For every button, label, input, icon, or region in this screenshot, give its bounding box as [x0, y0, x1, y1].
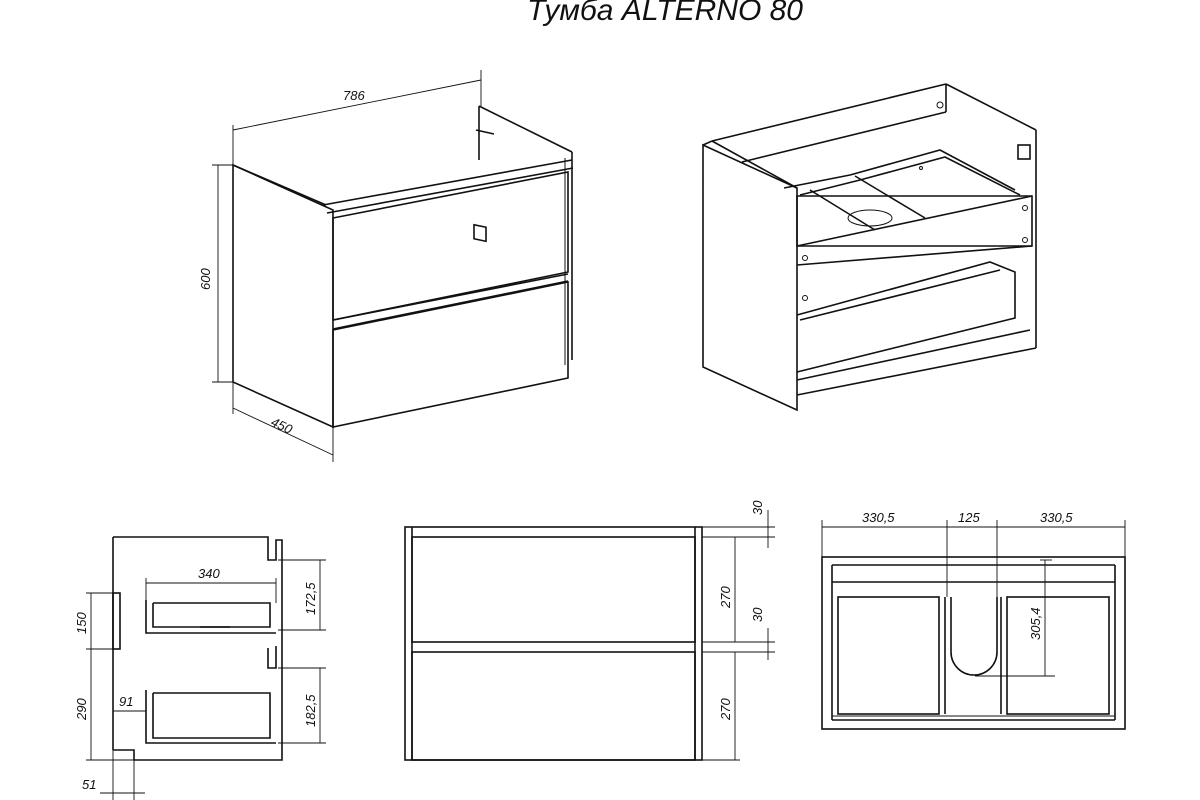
cutout-width-label: 125 [958, 510, 980, 525]
drawing-title: Тумба ALTERNO 80 [527, 0, 803, 27]
bottom-gap-label: 51 [82, 777, 96, 792]
upper-facade-label: 270 [718, 586, 733, 609]
drawer-setback-label: 91 [119, 694, 133, 709]
top-gap-label: 30 [750, 500, 765, 515]
middle-gap-label: 30 [750, 607, 765, 622]
iso-depth-label: 450 [269, 414, 296, 437]
top-left-width-label: 330,5 [862, 510, 895, 525]
front-upper-facade [411, 536, 696, 643]
lower-facade-label: 270 [718, 698, 733, 721]
iso-lower-drawer [332, 281, 569, 428]
top-right-width-label: 330,5 [1040, 510, 1073, 525]
iso-width-label: 786 [343, 88, 365, 103]
upper-offset-label: 150 [74, 612, 89, 634]
upper-drawer-height-label: 172,5 [303, 582, 318, 615]
side-section-view: 340 172,5 182,5 150 290 91 51 [74, 536, 326, 800]
cutout-depth-label: 305,4 [1028, 607, 1043, 640]
open-left-panel [702, 143, 798, 412]
top-view: 330,5 125 330,5 305,4 [821, 510, 1126, 730]
iso-front-view: 786 600 450 [198, 70, 574, 462]
lower-offset-label: 290 [74, 698, 89, 721]
drawer-depth-label: 340 [198, 566, 220, 581]
iso-height-label: 600 [198, 268, 213, 290]
lower-drawer-height-label: 182,5 [303, 694, 318, 727]
front-view: 30 270 30 270 [404, 500, 775, 761]
iso-side-panel [232, 163, 334, 429]
iso-upper-drawer [332, 171, 569, 321]
top-left-compartment [837, 596, 940, 715]
top-right-compartment [1006, 596, 1110, 715]
front-lower-facade [411, 651, 696, 761]
iso-open-view [702, 83, 1037, 412]
siphon-cutout [950, 597, 998, 676]
